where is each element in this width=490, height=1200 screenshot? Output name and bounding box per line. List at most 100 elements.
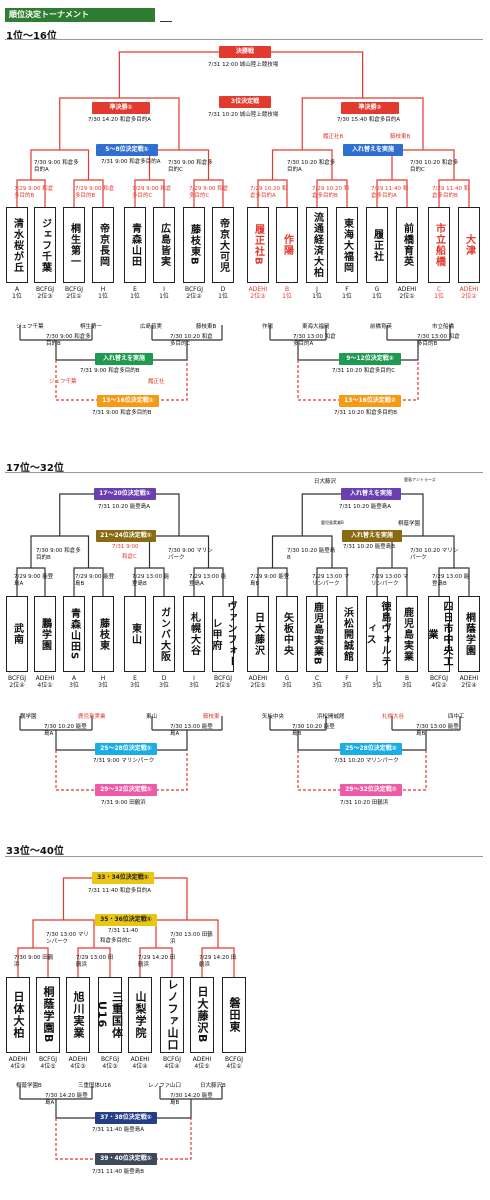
round1-match-info: 7/29 13:00 田鶴浜 [76, 955, 114, 968]
s3-lower-m1: 7/30 14:20 能登島A [45, 1093, 88, 1106]
round1-match-info: 7/29 9:00 能登島A [14, 574, 54, 587]
team-group: BCFGJ [35, 286, 55, 293]
team-group: J [376, 675, 378, 682]
team-group: F [345, 286, 349, 293]
team-rank: 4位④ [164, 1063, 180, 1070]
s2-lower-f: 浜松開誠館 [317, 714, 345, 720]
team-rank: 3位 [402, 682, 412, 689]
page-header: 順位決定トーナメント [5, 8, 155, 22]
team-rank: 3位 [189, 682, 199, 689]
team-box: 桐蔭学園 [458, 596, 480, 672]
place13-16a-badge: 13〜16位決定戦① [97, 395, 159, 407]
semifinal2-badge: 準決勝② [341, 102, 399, 114]
team-group: H [100, 286, 106, 293]
team-rank: 4位③ [70, 1063, 86, 1070]
section2-rule [5, 472, 483, 473]
team-group: ADEHI [459, 675, 479, 682]
team-group: BCFGJ [100, 1056, 120, 1063]
team-rank: 1位 [98, 293, 108, 300]
s2-replacement-badge-1: 入れ替えを実施 [341, 488, 401, 500]
s2-lower-c: 東山 [146, 714, 158, 720]
s2-replacement-info-2: 7/31 10:20 能登島B [343, 544, 395, 550]
team-box: ジェフ千葉 [34, 207, 56, 283]
team-box: 旭川実業 [66, 977, 90, 1053]
team-box: 矢板中央 [276, 596, 298, 672]
team-group: G [284, 675, 290, 682]
team-box: 徳島ヴォルティス [364, 596, 390, 672]
team-box: 帝京大可児 [212, 207, 234, 283]
s3-lower-b: 三重国体U16 [78, 1083, 112, 1089]
place37-38-badge: 37・38位決定戦① [95, 1112, 157, 1124]
team-rank: 1位 [312, 293, 322, 300]
team-group: B [404, 675, 410, 682]
team-box: 日大藤沢 [247, 596, 269, 672]
team-box: 札幌大谷 [183, 596, 205, 672]
place29-32b-info: 7/31 10:20 田鶴浜 [340, 800, 389, 806]
lower-m1: 7/30 9:00 和倉多目的B [46, 334, 91, 347]
team-group: ADEHI [35, 675, 55, 682]
team-box: 鹿児島実業B [306, 596, 328, 672]
team-rank: 3位 [69, 682, 79, 689]
place35-36-badge: 35・36位決定戦① [95, 914, 157, 926]
team-box: レノファ山口 [160, 977, 184, 1053]
section1-rule [5, 39, 483, 40]
lower-m4: 7/30 13:00 和倉多目的B [417, 334, 460, 347]
s3-lower-d: 日大藤沢B [200, 1083, 226, 1089]
section3-title: 33位〜40位 [6, 846, 64, 857]
team-rank: 4位① [37, 682, 53, 689]
section3-rule [5, 856, 483, 857]
lower-hiro: 広島皆実 [140, 324, 163, 330]
team-rank: 4位② [10, 1063, 26, 1070]
replacement-info-1: 7/31 9:00 和倉多目的B [80, 368, 140, 374]
team-box: 山梨学院 [128, 977, 152, 1053]
team-box: 東海大福岡 [336, 207, 358, 283]
s2-match-d: 7/30 10:20 マリンパーク [410, 548, 459, 561]
team-group: BCFGJ [213, 675, 233, 682]
round1-match-info: 7/29 9:00 和倉多目的B [75, 186, 115, 199]
place9-12-badge: 9〜12位決定戦② [339, 353, 401, 365]
place17-20-badge: 17〜20位決定戦① [94, 488, 156, 500]
team-group: BCFGJ [64, 286, 84, 293]
note-rishoB: 履正社B [323, 134, 344, 140]
s3-lower-a: 桐蔭学園B [16, 1083, 42, 1089]
team-group: ADEHI [130, 1056, 150, 1063]
s1-match-c: 7/30 10:20 和倉多目的A [287, 160, 336, 173]
round1-match-info: 7/29 13:00 マリンパーク [312, 574, 350, 587]
lower-jefu: ジェフ千葉 [16, 324, 44, 330]
header-rule [160, 21, 172, 22]
team-rank: 3位 [312, 682, 322, 689]
s3-match-a: 7/30 13:00 マリンパーク [46, 932, 89, 945]
place35-36-info2: 和倉多目的C [100, 938, 132, 944]
team-rank: 4位⑤ [194, 1063, 210, 1070]
place5-8-info: 7/31 9:00 和倉多目的A [101, 159, 161, 165]
lower-kiryu: 桐生第一 [80, 324, 103, 330]
round1-match-info: 7/29 13:00 能登島B [432, 574, 470, 587]
place25-28a-badge: 25〜28位決定戦① [95, 743, 157, 755]
round1-match-info: 7/30 9:00 田鶴浜 [14, 955, 54, 968]
team-box: 日体大柏 [6, 977, 30, 1053]
team-box: 日大藤沢B [190, 977, 214, 1053]
place13-16a-info: 7/31 9:00 和倉多目的B [92, 410, 152, 416]
s1-match-b: 7/30 9:00 和倉多目的C [168, 160, 213, 173]
team-rank: 2位④ [461, 682, 477, 689]
s3-match-b: 7/30 13:00 田鶴浜 [170, 932, 213, 945]
